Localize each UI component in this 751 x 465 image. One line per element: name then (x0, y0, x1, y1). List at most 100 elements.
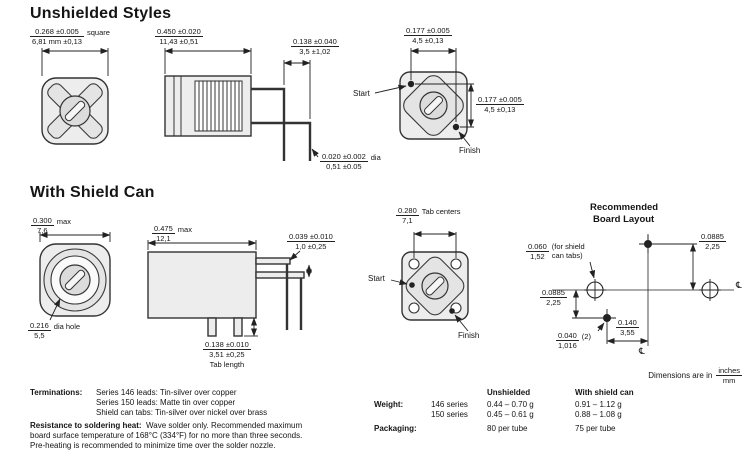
dim-can-width-suffix: max (56, 217, 71, 226)
dim-body-width-mm: 11,43 ±0,51 (159, 37, 199, 47)
dim-lead-spacing-inches: 0.138 ±0.040 (291, 37, 339, 48)
dim-body-width-inches: 0.450 ±0.020 (155, 27, 203, 38)
dim-tab-centers-mm: 7,1 (402, 216, 413, 226)
dim-tab-centers-inches: 0.280 (396, 206, 419, 217)
soldering-note-line-2: board surface temperature of 168°C (334°… (30, 431, 303, 440)
spec-weight-150-series: 150 series (431, 410, 468, 419)
dim-lead-dia-suffix: dia (370, 153, 381, 162)
dim-square-mm: 6,81 mm ±0,13 (32, 37, 82, 47)
dim-pad-offset-right-inches: 0.0885 (699, 232, 726, 243)
dimensions-units-inches: inches (716, 366, 742, 376)
dim-lead-offset-mm: 1,0 ±0,25 (295, 242, 327, 252)
dim-can-width-inches: 0.300 (31, 216, 54, 227)
dim-hole-dia-inches: 0.216 (28, 321, 51, 332)
finish-label-unshielded: Finish (459, 146, 481, 155)
dim-can-width-mm: 7,6 (37, 226, 48, 236)
board-layout-heading-1: Recommended (590, 202, 659, 213)
board-layout-drawing (552, 234, 734, 346)
section-heading-shielded: With Shield Can (30, 184, 155, 201)
shieldcan-front-view-drawing (39, 232, 111, 321)
spec-weight-label: Weight: (374, 400, 404, 409)
dim-pad-spacing-inches: 0.140 (616, 318, 639, 329)
dim-shield-slot-mm: 1,52 (530, 252, 545, 262)
dimensions-units-mm: mm (722, 376, 736, 385)
spec-col-unshielded: Unshielded (487, 388, 531, 397)
terminations-label: Terminations: (30, 388, 83, 397)
dim-lead-dia-mm: 0,51 ±0.05 (326, 162, 362, 172)
spec-weight-146-series: 146 series (431, 400, 468, 409)
soldering-text-1: Wave solder only. Recommended maximum (146, 421, 303, 430)
start-label-unshielded: Start (353, 89, 370, 98)
unshielded-side-view-drawing (164, 48, 319, 161)
soldering-label: Resistance to soldering heat: (30, 421, 142, 430)
shieldcan-side-view-drawing (147, 240, 312, 337)
dim-can-height-mm: 12,1 (156, 234, 171, 244)
terminations-line-3: Shield can tabs: Tin-silver over nickel … (96, 408, 268, 417)
spec-weight-150-unshielded: 0.45 – 0.61 g (487, 410, 534, 419)
dim-lead-spacing-mm: 3,5 ±1,02 (299, 47, 331, 57)
dim-pin-h-mm: 4,5 ±0,13 (412, 36, 444, 46)
centerline-symbol-right: ℄ (736, 281, 742, 291)
dim-board-hole-inches: 0.040 (556, 331, 579, 342)
start-label-shielded: Start (368, 274, 385, 283)
dim-can-height-suffix: max (177, 225, 192, 234)
unshielded-top-view-drawing (374, 48, 474, 147)
dim-board-hole-mm: 1,016 (558, 341, 577, 351)
dim-pin-h-inches: 0.177 ±0.005 (404, 26, 452, 37)
board-layout-heading-2: Board Layout (593, 214, 655, 225)
terminations-line-1: Series 146 leads: Tin-silver over copper (96, 388, 237, 397)
dim-shield-slot-suffix-bottom: can tabs) (551, 251, 583, 261)
dim-lead-offset-inches: 0.039 ±0.010 (287, 232, 335, 243)
spec-packaging-shielded: 75 per tube (575, 424, 616, 433)
dim-pad-offset-left-mm: 2,25 (546, 298, 561, 308)
dimensions-units-prefix: Dimensions are in (648, 371, 713, 380)
dim-shield-slot-inches: 0.060 (526, 242, 549, 253)
dim-hole-dia-mm: 5,5 (34, 331, 45, 341)
dim-shield-slot-suffix-top: (for shield (551, 242, 585, 251)
dim-tab-centers-suffix: Tab centers (421, 207, 461, 216)
dim-pin-v-mm: 4,5 ±0,13 (484, 105, 516, 115)
dim-pad-offset-right-mm: 2,25 (705, 242, 720, 252)
spec-col-shielded: With shield can (575, 388, 634, 397)
centerline-symbol-bottom: ℄ (639, 347, 645, 357)
shieldcan-top-view-drawing (390, 231, 469, 332)
section-heading-unshielded: Unshielded Styles (30, 5, 172, 22)
spec-packaging-label: Packaging: (374, 424, 417, 433)
spec-packaging-unshielded: 80 per tube (487, 424, 528, 433)
dim-pin-v-inches: 0.177 ±0.005 (476, 95, 524, 106)
dim-tab-length-inches: 0.138 ±0.010 (203, 340, 251, 351)
dim-pad-spacing-mm: 3,55 (620, 328, 635, 338)
dim-tab-length-mm: 3,51 ±0,25 (209, 350, 245, 360)
finish-label-shielded: Finish (458, 331, 480, 340)
terminations-line-2: Series 150 leads: Matte tin over copper (96, 398, 236, 407)
spec-weight-146-unshielded: 0.44 – 0.70 g (487, 400, 534, 409)
unshielded-front-view-drawing (41, 48, 109, 145)
dim-lead-dia-inches: 0.020 ±0.002 (320, 152, 368, 163)
dim-hole-dia-suffix: dia hole (53, 322, 81, 331)
dim-can-height-inches: 0.475 (152, 224, 175, 235)
dim-board-hole-suffix: (2) (581, 332, 591, 341)
soldering-note-line-3: Pre-heating is recommended to minimize t… (30, 441, 276, 450)
spec-weight-146-shielded: 0.91 – 1.12 g (575, 400, 622, 409)
dim-pad-offset-left-inches: 0.0885 (540, 288, 567, 299)
dim-square-suffix: square (86, 28, 110, 37)
spec-weight-150-shielded: 0.88 – 1.08 g (575, 410, 622, 419)
